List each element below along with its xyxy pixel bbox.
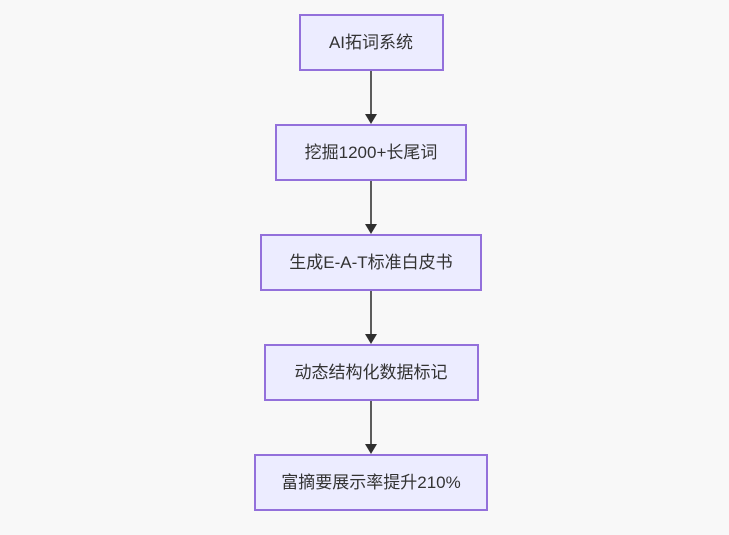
connector-line: [370, 181, 372, 224]
flowchart: AI拓词系统 挖掘1200+长尾词 生成E-A-T标准白皮书 动态结构化数据标记: [254, 14, 488, 511]
flow-node-rich-snippet-result: 富摘要展示率提升210%: [254, 454, 488, 511]
connector-line: [370, 291, 372, 334]
flow-connector: [365, 401, 377, 454]
flow-connector: [365, 291, 377, 344]
flow-node-label: 富摘要展示率提升210%: [281, 473, 461, 492]
connector-line: [370, 401, 372, 444]
flow-node-structured-data: 动态结构化数据标记: [263, 344, 479, 401]
flow-connector: [365, 181, 377, 234]
flow-node-label: 挖掘1200+长尾词: [304, 143, 438, 162]
flow-node-label: AI拓词系统: [328, 33, 414, 52]
flow-node-eat-whitepaper: 生成E-A-T标准白皮书: [260, 234, 482, 291]
flow-node-label: 动态结构化数据标记: [294, 363, 448, 382]
flow-node-label: 生成E-A-T标准白皮书: [289, 253, 453, 272]
flow-node-ai-word-system: AI拓词系统: [298, 14, 444, 71]
arrow-down-icon: [365, 224, 377, 234]
flow-connector: [365, 71, 377, 124]
flow-node-longtail-mining: 挖掘1200+长尾词: [275, 124, 467, 181]
arrow-down-icon: [365, 334, 377, 344]
arrow-down-icon: [365, 114, 377, 124]
connector-line: [370, 71, 372, 114]
arrow-down-icon: [365, 444, 377, 454]
